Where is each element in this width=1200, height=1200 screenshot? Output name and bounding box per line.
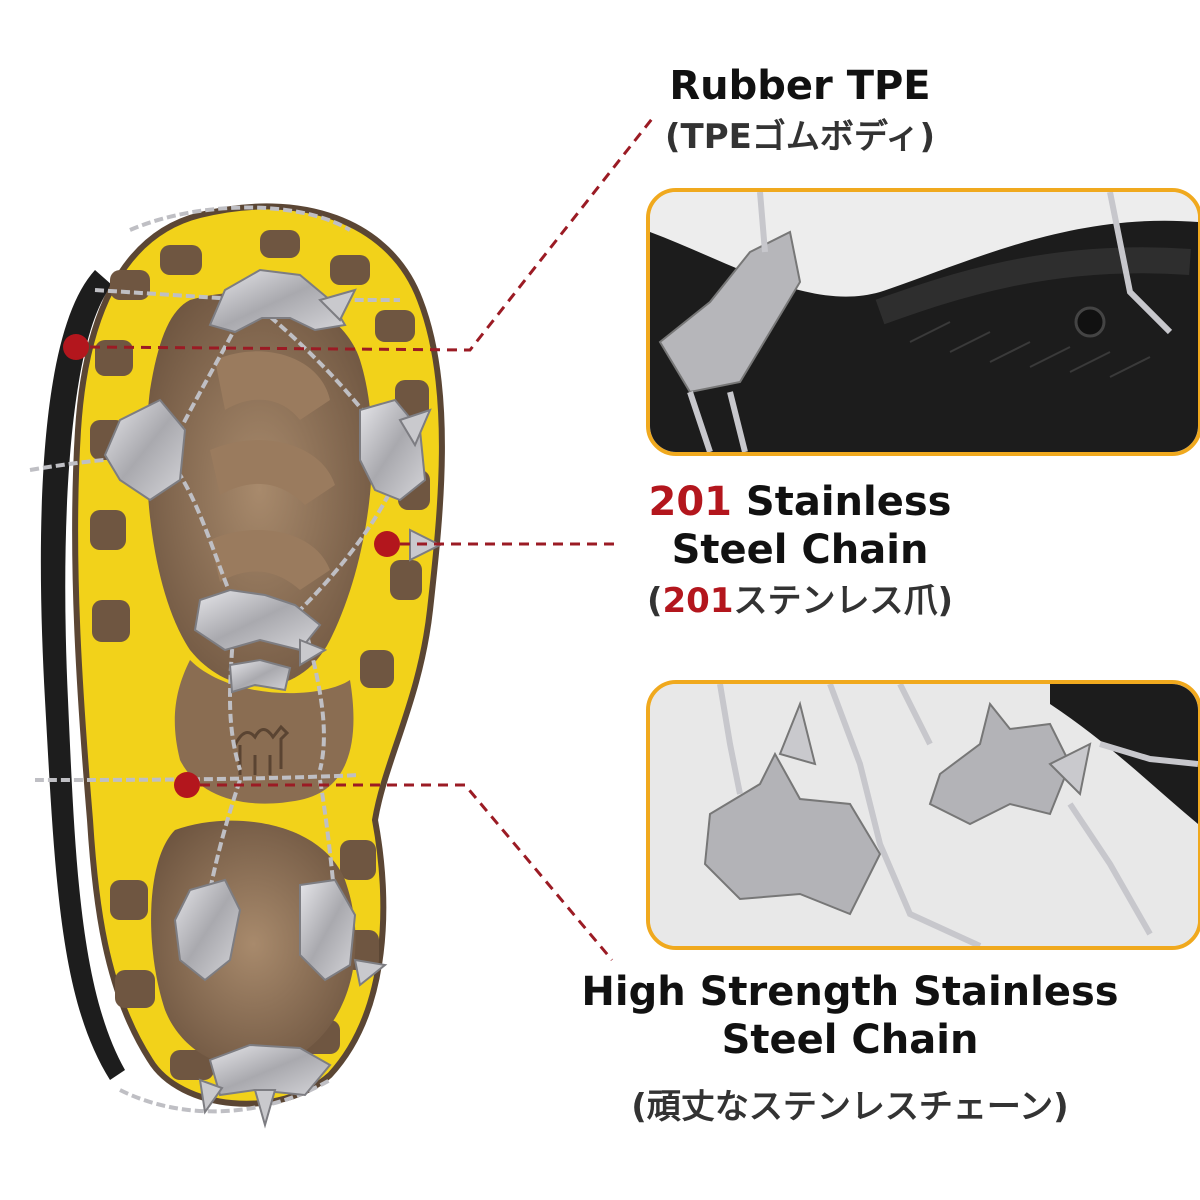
label-high-strength-line1: High Strength Stainless	[581, 969, 1119, 1015]
label-high-strength-line2: Steel Chain	[721, 1017, 979, 1063]
heel-plate-back	[208, 1043, 332, 1097]
crampon-shoe-photo	[29, 203, 445, 1129]
marker-dot-rubber	[63, 334, 89, 360]
rubber-harness	[40, 270, 125, 1080]
detail-frame-rubber	[646, 188, 1200, 456]
label-high-strength-chain: High Strength Stainless Steel Chain (頑丈な…	[560, 968, 1140, 1128]
label-201-steel-chain: 201 Stainless Steel Chain (201ステンレス爪)	[600, 478, 1000, 622]
arch	[174, 660, 354, 804]
label-201-jp-number: 201	[662, 581, 734, 621]
label-201-number: 201	[648, 479, 733, 525]
arch-plate	[228, 658, 292, 694]
chain-closeup-image	[650, 684, 1198, 946]
marker-dot-201-chain	[374, 531, 400, 557]
detail-frame-chain	[646, 680, 1200, 950]
rubber-closeup-image	[650, 192, 1198, 452]
label-high-strength-jp: (頑丈なステンレスチェーン)	[631, 1087, 1069, 1127]
label-rubber-tpe-jp: (TPEゴムボディ)	[664, 117, 936, 157]
label-201-jp-open: (	[646, 581, 663, 621]
label-rubber-tpe: Rubber TPE (TPEゴムボディ)	[620, 62, 980, 158]
label-201-stainless: Stainless	[732, 479, 952, 525]
label-rubber-tpe-en: Rubber TPE	[669, 63, 931, 109]
side-plate-left	[103, 398, 187, 502]
marker-dot-high-strength-chain	[174, 772, 200, 798]
mid-plate	[193, 588, 322, 652]
label-201-line2: Steel Chain	[671, 527, 929, 573]
label-201-jp-text: ステンレス爪)	[733, 581, 954, 621]
